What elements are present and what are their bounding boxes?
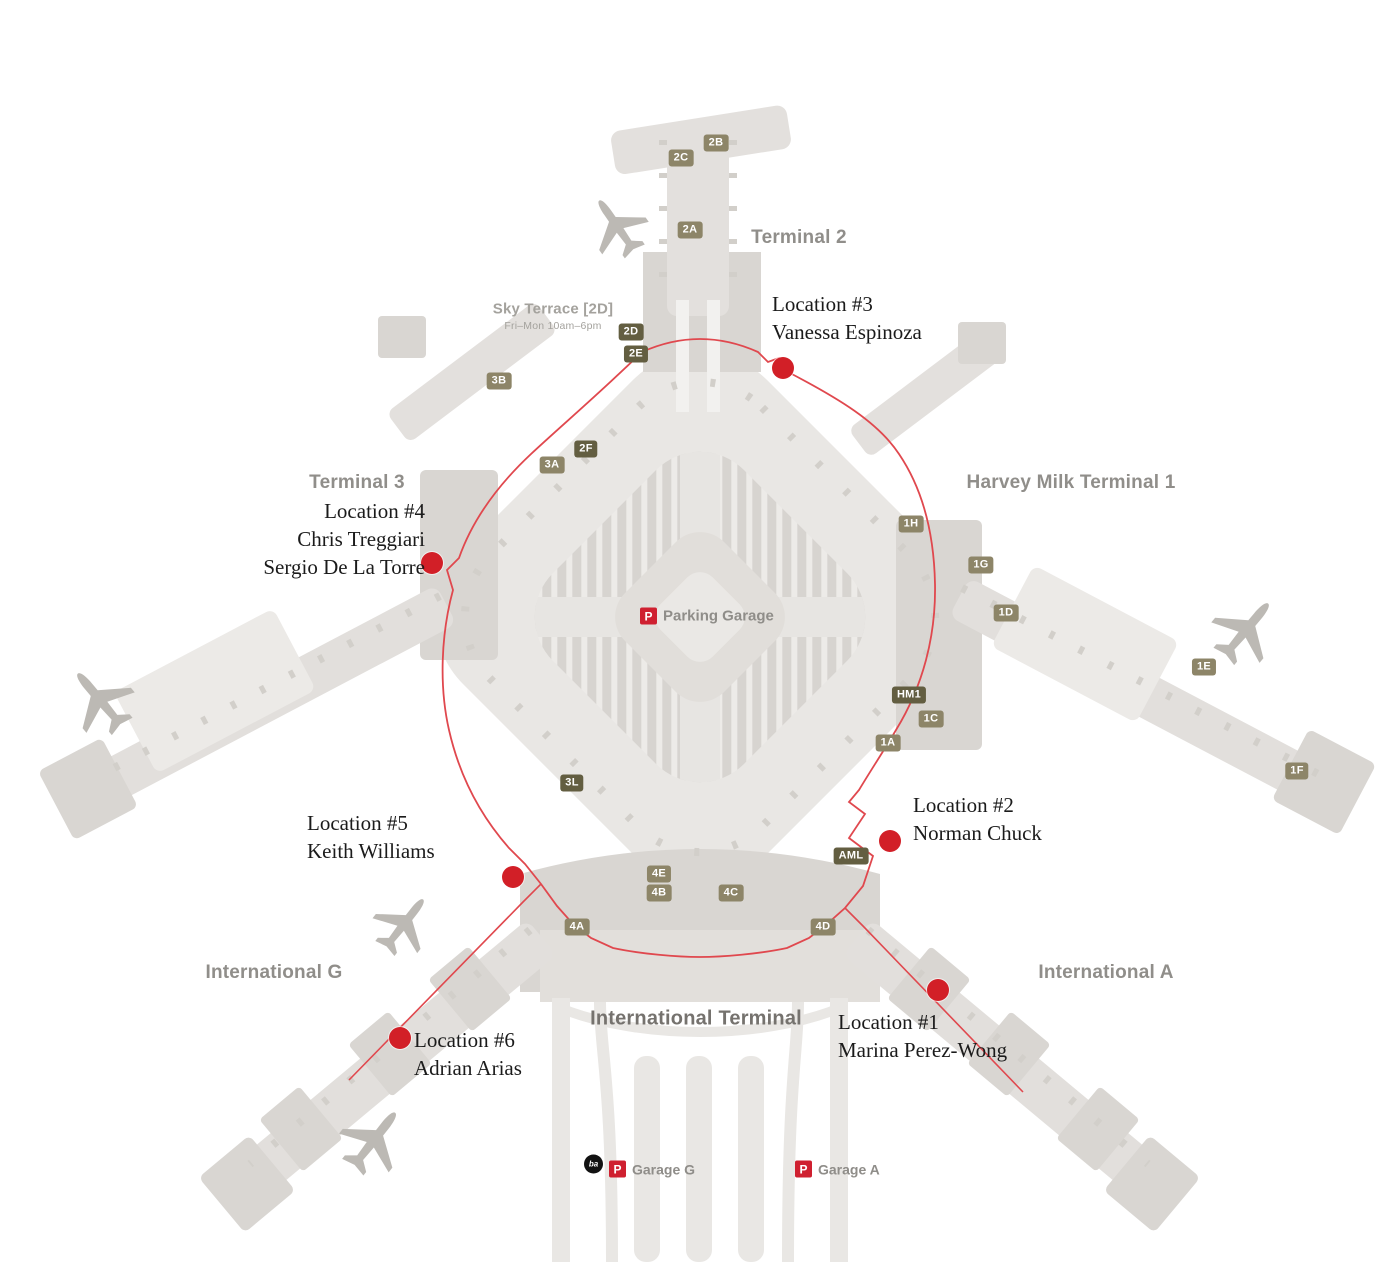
roadways-shape	[552, 998, 848, 1262]
security-boundary-line	[441, 338, 936, 958]
international-terminal-lower-shape	[540, 930, 880, 1002]
security-boundary-line-a-pier	[844, 907, 1024, 1093]
pier-gate-ticks	[93, 140, 1324, 1168]
concourse-piers-shape	[40, 105, 1375, 1231]
airplane-icon	[362, 882, 446, 966]
airplane-icon	[1199, 583, 1293, 677]
parking-garage-shape	[509, 426, 891, 808]
security-boundary-line-g-pier	[348, 883, 542, 1081]
